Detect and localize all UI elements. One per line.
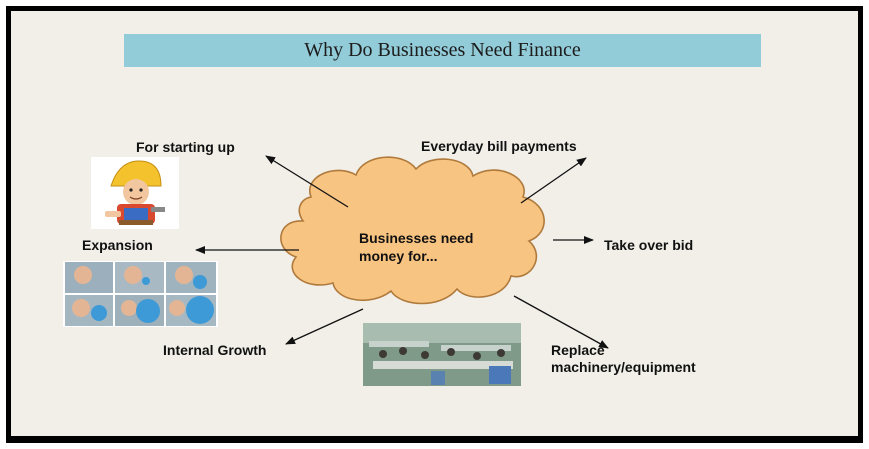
arrow-internal-growth	[285, 308, 364, 345]
label-expansion: Expansion	[82, 237, 153, 253]
cloud-label-line1: Businesses need	[359, 230, 474, 246]
diagram-graphics	[63, 155, 609, 386]
builder-character-image	[91, 157, 179, 229]
arrow-starting-up	[265, 155, 349, 208]
arrow-replace	[513, 295, 609, 349]
label-bill-payments: Everyday bill payments	[421, 138, 577, 154]
label-replace: Replace machinery/equipment	[551, 342, 696, 376]
cloud-shape	[280, 156, 545, 305]
label-internal-growth: Internal Growth	[163, 342, 267, 358]
factory-workers-photo	[363, 323, 521, 386]
arrow-bill-payments	[520, 157, 587, 204]
balloon-blowing-sequence-image	[63, 261, 218, 327]
slide-title: Why Do Businesses Need Finance	[304, 39, 581, 61]
label-starting-up: For starting up	[136, 139, 235, 155]
slide: Why Do Businesses Need Finance	[11, 11, 858, 436]
label-replace-line1: Replace	[551, 342, 605, 358]
cloud-label: Businesses need money for...	[359, 229, 473, 265]
title-bar: Why Do Businesses Need Finance	[124, 34, 761, 67]
label-takeover: Take over bid	[604, 237, 694, 253]
label-replace-line2: machinery/equipment	[551, 359, 696, 375]
cloud-label-line2: money for...	[359, 248, 438, 264]
